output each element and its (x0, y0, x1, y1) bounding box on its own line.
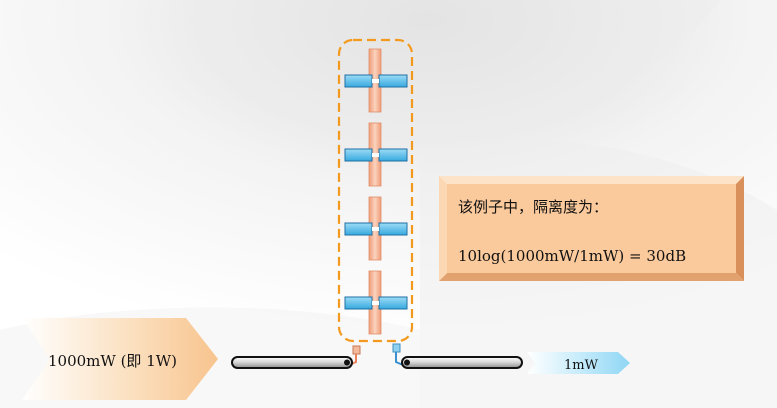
antenna-element (344, 48, 408, 113)
antenna-element (344, 122, 408, 187)
antenna-enclosure (337, 38, 414, 343)
dipole-arm-right (378, 148, 408, 162)
dipole-arm-right (378, 222, 408, 236)
dipole-gap (372, 301, 379, 305)
dipole-arm-left (344, 148, 373, 162)
dipole-gap (372, 227, 379, 231)
output-cable (401, 356, 523, 369)
feed-wires (348, 343, 404, 366)
antenna-element (344, 270, 408, 335)
dipole-gap (372, 153, 379, 157)
dipole-arm-left (344, 222, 373, 236)
dipole-gap (372, 79, 379, 83)
dipole-arm-right (378, 74, 408, 88)
dipole-arm-right (378, 296, 408, 310)
input-power-label: 1000mW (即 1W) (48, 352, 177, 370)
note-formula: 10log(1000mW/1mW) = 30dB (458, 247, 686, 265)
isolation-note: 该例子中，隔离度为： 10log(1000mW/1mW) = 30dB (439, 176, 744, 281)
output-power-arrow: 1mW (527, 352, 630, 374)
dipole-arm-left (344, 74, 373, 88)
antenna-element (344, 196, 408, 261)
input-cable (231, 356, 353, 369)
input-power-arrow: 1000mW (即 1W) (22, 318, 218, 400)
output-power-label: 1mW (564, 358, 599, 373)
dipole-arm-left (344, 296, 373, 310)
note-title: 该例子中，隔离度为： (458, 198, 608, 216)
antenna-array (344, 48, 408, 335)
